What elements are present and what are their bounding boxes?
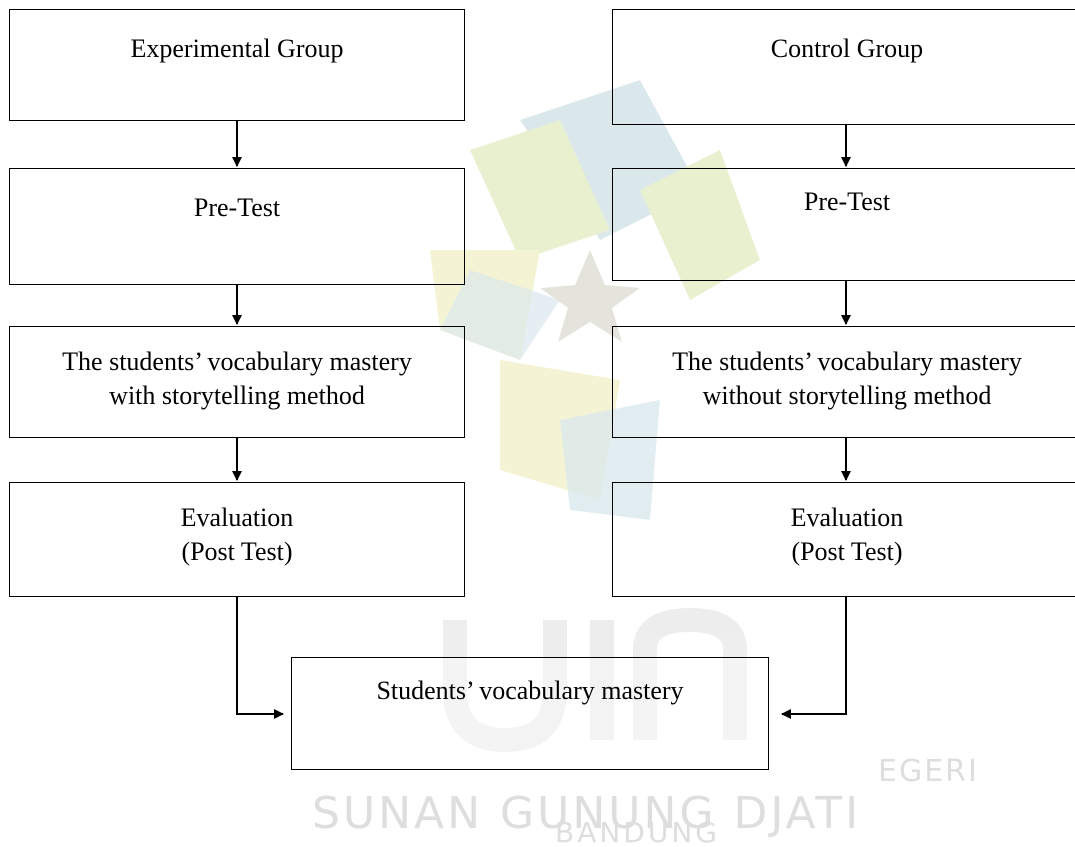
watermark-star — [540, 250, 640, 342]
experimental-treatment-line2: with storytelling method — [109, 381, 365, 410]
watermark-petal-green-top — [470, 120, 610, 260]
watermark-petal-green-right — [640, 150, 760, 300]
experimental-evaluation-box: Evaluation (Post Test) — [9, 482, 465, 597]
experimental-treatment-line1: The students’ vocabulary mastery — [62, 347, 412, 376]
watermark-uin-u — [443, 620, 567, 753]
watermark-text-bandung: BANDUNG — [555, 816, 721, 847]
watermark-uin-n — [633, 607, 747, 740]
control-treatment-line2: without storytelling method — [702, 381, 992, 410]
control-treatment-box: The students’ vocabulary mastery without… — [612, 326, 1075, 438]
arrow-exp-evaluation-to-outcome — [236, 597, 284, 719]
experimental-group-box: Experimental Group — [9, 9, 465, 121]
control-pretest-box: Pre-Test — [612, 168, 1075, 281]
experimental-pretest-label: Pre-Test — [193, 193, 281, 222]
control-evaluation-line1: Evaluation — [790, 503, 904, 532]
control-treatment-line1: The students’ vocabulary mastery — [672, 347, 1022, 376]
watermark-petal-blue-bottom — [560, 400, 660, 520]
control-pretest-label: Pre-Test — [803, 187, 891, 216]
control-evaluation-line2: (Post Test) — [791, 537, 903, 566]
watermark-emblem — [430, 80, 760, 753]
control-group-box: Control Group — [612, 9, 1075, 125]
experimental-group-title: Experimental Group — [130, 34, 344, 63]
arrow-ctrl-evaluation-to-outcome — [781, 597, 847, 719]
watermark-text-negeri: EGERI — [878, 754, 979, 789]
control-evaluation-box: Evaluation (Post Test) — [612, 482, 1075, 597]
outcome-box: Students’ vocabulary mastery — [291, 657, 769, 770]
experimental-pretest-box: Pre-Test — [9, 168, 465, 285]
experimental-evaluation-line2: (Post Test) — [181, 537, 293, 566]
control-group-title: Control Group — [770, 34, 924, 63]
watermark-petal-blue-left — [440, 270, 560, 360]
experimental-treatment-box: The students’ vocabulary mastery with st… — [9, 326, 465, 438]
watermark-text-sunan-gunung-djati: SUNAN GUNUNG DJATI — [312, 788, 862, 839]
outcome-label: Students’ vocabulary mastery — [376, 676, 684, 705]
watermark-uin-i — [590, 620, 614, 740]
experimental-evaluation-line1: Evaluation — [180, 503, 294, 532]
